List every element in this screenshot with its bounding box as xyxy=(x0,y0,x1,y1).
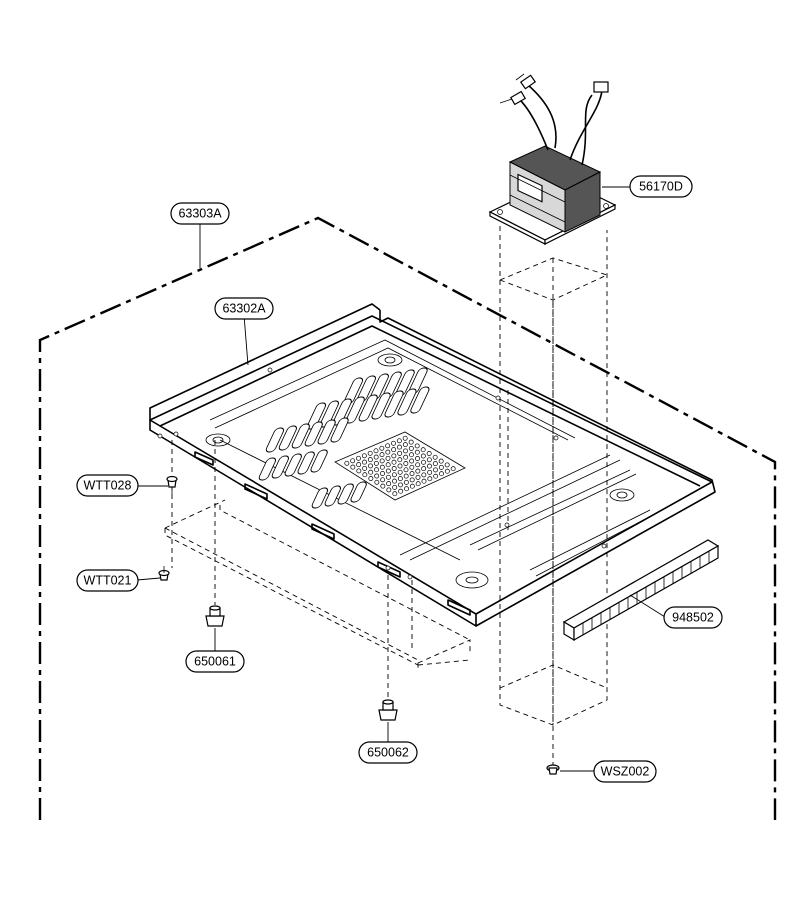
cabinet-outline xyxy=(38,216,777,820)
projection-lines xyxy=(164,226,608,770)
screw-wtt021 xyxy=(158,566,170,581)
base-plate xyxy=(149,303,716,627)
label-63302a: 63302A xyxy=(222,302,266,316)
foot-650061 xyxy=(205,605,225,627)
callout-wtt021: WTT021 xyxy=(76,569,139,592)
label-wtt028: WTT028 xyxy=(84,479,132,493)
callout-63302a: 63302A xyxy=(214,297,274,320)
callout-948502: 948502 xyxy=(663,606,723,629)
vent-slots xyxy=(258,367,430,509)
label-wtt021: WTT021 xyxy=(84,574,132,588)
transformer-part xyxy=(488,73,617,245)
callout-63303a: 63303A xyxy=(170,202,230,225)
leader-lines xyxy=(136,186,666,772)
screw-wtt028 xyxy=(166,475,178,494)
callout-wtt028: WTT028 xyxy=(76,474,139,497)
label-650061: 650061 xyxy=(194,655,236,669)
gasket-strip-part xyxy=(562,539,720,642)
label-wsz002: WSZ002 xyxy=(601,765,650,779)
screw-wsz002 xyxy=(546,764,560,775)
callout-650061: 650061 xyxy=(185,650,245,673)
label-63303a: 63303A xyxy=(178,207,222,221)
label-650062: 650062 xyxy=(367,746,409,760)
callout-wsz002: WSZ002 xyxy=(593,760,657,783)
callout-650062: 650062 xyxy=(358,741,418,764)
label-56170d: 56170D xyxy=(639,180,683,194)
callout-56170d: 56170D xyxy=(629,175,693,198)
perforated-grid xyxy=(334,431,466,501)
label-948502: 948502 xyxy=(672,611,714,625)
foot-650062 xyxy=(378,699,398,721)
